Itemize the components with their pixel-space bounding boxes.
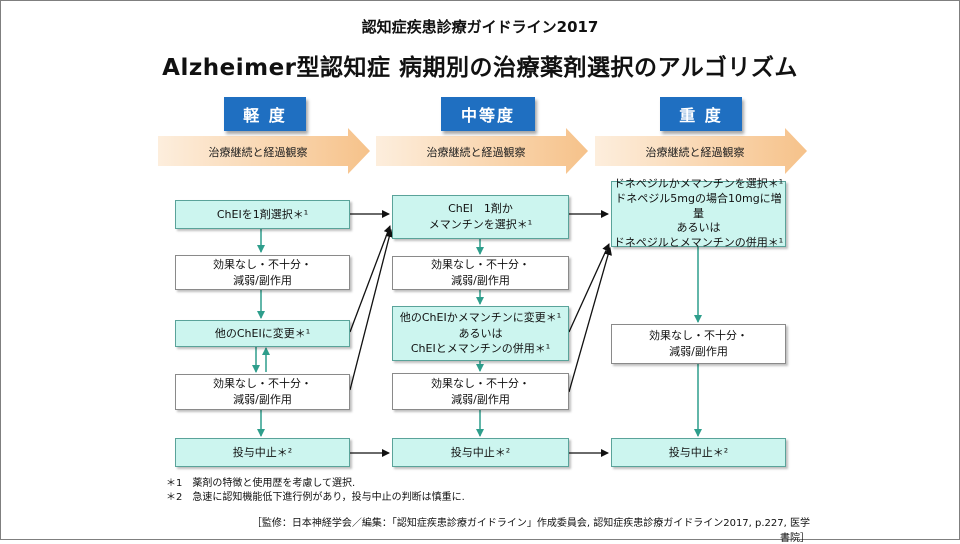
arrow-mild4-to-mod1 — [349, 229, 394, 391]
arrow-mild2-to-mod1 — [349, 225, 392, 333]
severe-select: ドネペジルかメマンチンを選択＊¹ ドネペジル5mgの場合10mgに増量 あるいは… — [611, 177, 786, 249]
arrow-mod4-to-sev1 — [568, 247, 612, 393]
guideline-name: 認知症疾患診療ガイドライン2017 — [361, 18, 599, 36]
page-title: Alzheimer型認知症 病期別の治療薬剤選択のアルゴリズム — [162, 55, 798, 81]
footnote-2: ＊2 急速に認知機能低下進行例があり，投与中止の判断は慎重に. — [166, 492, 465, 503]
moderate-change: 他のChEIかメマンチンに変更＊¹ あるいは ChEIとメマンチンの併用＊¹ — [392, 306, 569, 361]
moderate-eval-2: 効果なし・不十分・ 減弱/副作用 — [392, 373, 569, 410]
mild-select-chei: ChEIを1剤選択＊¹ — [175, 200, 350, 229]
moderate-eval-1: 効果なし・不十分・ 減弱/副作用 — [392, 256, 569, 290]
stage-severe: 重 度 — [660, 97, 742, 131]
banner-arrow-mild — [158, 128, 370, 174]
severe-eval-1: 効果なし・不十分・ 減弱/副作用 — [611, 324, 786, 364]
banner-arrow-severe — [595, 128, 807, 174]
arrow-mod3-to-sev1 — [568, 243, 610, 333]
footnote-1: ＊1 薬剤の特徴と使用歴を考慮して選択. — [166, 478, 356, 489]
banner-text-severe: 治療継続と経過観察 — [645, 146, 745, 159]
mild-stop: 投与中止＊² — [175, 438, 350, 467]
severe-stop: 投与中止＊² — [611, 438, 786, 467]
mild-eval-2: 効果なし・不十分・ 減弱/副作用 — [175, 374, 350, 410]
stage-moderate: 中等度 — [441, 97, 535, 131]
moderate-select: ChEI 1剤か メマンチンを選択＊¹ — [392, 195, 569, 239]
banner-arrow-moderate — [376, 128, 588, 174]
banner-text-moderate: 治療継続と経過観察 — [426, 146, 526, 159]
mild-eval-1: 効果なし・不十分・ 減弱/副作用 — [175, 255, 350, 290]
moderate-stop: 投与中止＊² — [392, 438, 569, 467]
citation: ［監修：日本神経学会／編集：「認知症疾患診療ガイドライン」作成委員会, 認知症疾… — [251, 518, 810, 544]
stage-mild: 軽 度 — [224, 97, 306, 131]
banner-text-mild: 治療継続と経過観察 — [208, 146, 308, 159]
mild-change-chei: 他のChEIに変更＊¹ — [175, 320, 350, 347]
